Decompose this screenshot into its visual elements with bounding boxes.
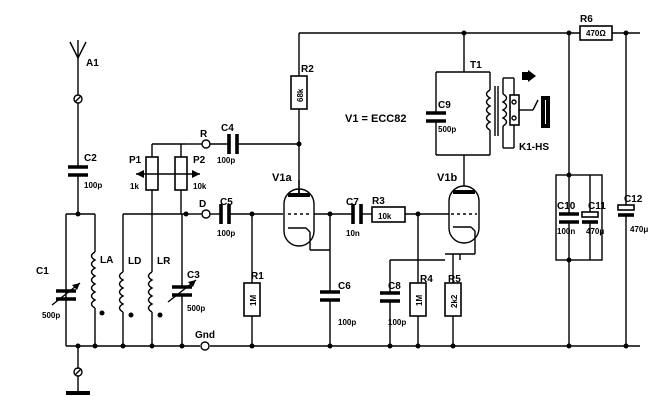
c1-label: C1 bbox=[36, 266, 49, 277]
c11-label: C11 bbox=[588, 201, 606, 212]
r2-label: R2 bbox=[301, 64, 314, 75]
la-label: LA bbox=[100, 255, 113, 266]
v1b-label: V1b bbox=[437, 172, 457, 184]
c3-value: 500p bbox=[187, 304, 205, 313]
r6-label: R6 bbox=[580, 14, 593, 25]
c8-value: 100p bbox=[388, 318, 406, 327]
capacitor-c8 bbox=[380, 291, 400, 303]
c3-label: C3 bbox=[187, 270, 200, 281]
potentiometer-wiper bbox=[136, 170, 200, 178]
inductor-lr bbox=[147, 271, 163, 346]
c9-value: 500p bbox=[438, 125, 456, 134]
capacitor-c5 bbox=[219, 204, 231, 224]
p2-label: P2 bbox=[193, 155, 206, 166]
r2-value: 68k bbox=[296, 88, 305, 102]
capacitor-c12 bbox=[617, 204, 635, 217]
c4-label: C4 bbox=[221, 123, 234, 134]
p2-value: 10k bbox=[193, 182, 207, 191]
c6-label: C6 bbox=[338, 281, 351, 292]
p1-value: 1k bbox=[130, 182, 139, 191]
capacitor-c9 bbox=[426, 111, 446, 123]
r5-value: 2k2 bbox=[450, 294, 459, 308]
c12-value: 470μ bbox=[630, 225, 648, 234]
v1a-label: V1a bbox=[272, 172, 292, 184]
inductor-ld bbox=[118, 271, 134, 346]
resistor-r6 bbox=[579, 25, 613, 41]
capacitor-c4 bbox=[227, 134, 239, 154]
c7-label: C7 bbox=[346, 197, 359, 208]
terminal-r bbox=[201, 139, 211, 149]
c10-label: C10 bbox=[557, 201, 576, 212]
capacitor-c7 bbox=[351, 204, 363, 224]
terminal-d bbox=[201, 209, 211, 219]
capacitor-block bbox=[555, 174, 603, 261]
r3-label: R3 bbox=[372, 196, 385, 207]
capacitor-c10 bbox=[559, 212, 579, 224]
c10-value: 100n bbox=[557, 227, 575, 236]
c4-value: 100p bbox=[217, 156, 235, 165]
capacitor-c2 bbox=[68, 165, 88, 177]
antenna-label: A1 bbox=[86, 58, 99, 69]
c2-value: 100p bbox=[84, 181, 102, 190]
r4-value: 1M bbox=[415, 295, 424, 306]
capacitor-c6 bbox=[320, 290, 340, 302]
capacitor-c11 bbox=[581, 211, 599, 224]
terminal-gnd-label: Gnd bbox=[195, 330, 215, 341]
r4-label: R4 bbox=[420, 274, 433, 285]
ld-label: LD bbox=[128, 256, 141, 267]
terminal-d-label: D bbox=[199, 199, 206, 210]
r6-value: 470Ω bbox=[586, 29, 606, 38]
tube-title: V1 = ECC82 bbox=[345, 113, 406, 125]
r5-label: R5 bbox=[448, 274, 461, 285]
c7-value: 10n bbox=[346, 229, 360, 238]
r3-value: 10k bbox=[378, 212, 392, 221]
p1-label: P1 bbox=[129, 155, 142, 166]
lr-label: LR bbox=[157, 256, 171, 267]
transformer-t1 bbox=[485, 72, 514, 155]
c8-label: C8 bbox=[388, 281, 401, 292]
c9-label: C9 bbox=[438, 100, 451, 111]
terminal-r-label: R bbox=[200, 129, 208, 140]
r1-value: 1M bbox=[249, 295, 258, 306]
c6-value: 100p bbox=[338, 318, 356, 327]
c2-label: C2 bbox=[84, 153, 97, 164]
c11-value: 470μ bbox=[586, 227, 604, 236]
c12-label: C12 bbox=[624, 194, 643, 205]
inductor-la bbox=[90, 251, 105, 346]
k1-label: K1-HS bbox=[519, 142, 549, 153]
terminal-gnd bbox=[200, 341, 210, 351]
variable-capacitor-c3 bbox=[167, 279, 197, 303]
c1-value: 500p bbox=[42, 311, 60, 320]
variable-capacitor-c1 bbox=[51, 282, 81, 306]
t1-label: T1 bbox=[470, 60, 482, 71]
r1-label: R1 bbox=[251, 271, 264, 282]
c5-label: C5 bbox=[220, 197, 233, 208]
c5-value: 100p bbox=[217, 229, 235, 238]
headphone-k1 bbox=[509, 70, 550, 148]
antenna-symbol bbox=[69, 40, 87, 95]
